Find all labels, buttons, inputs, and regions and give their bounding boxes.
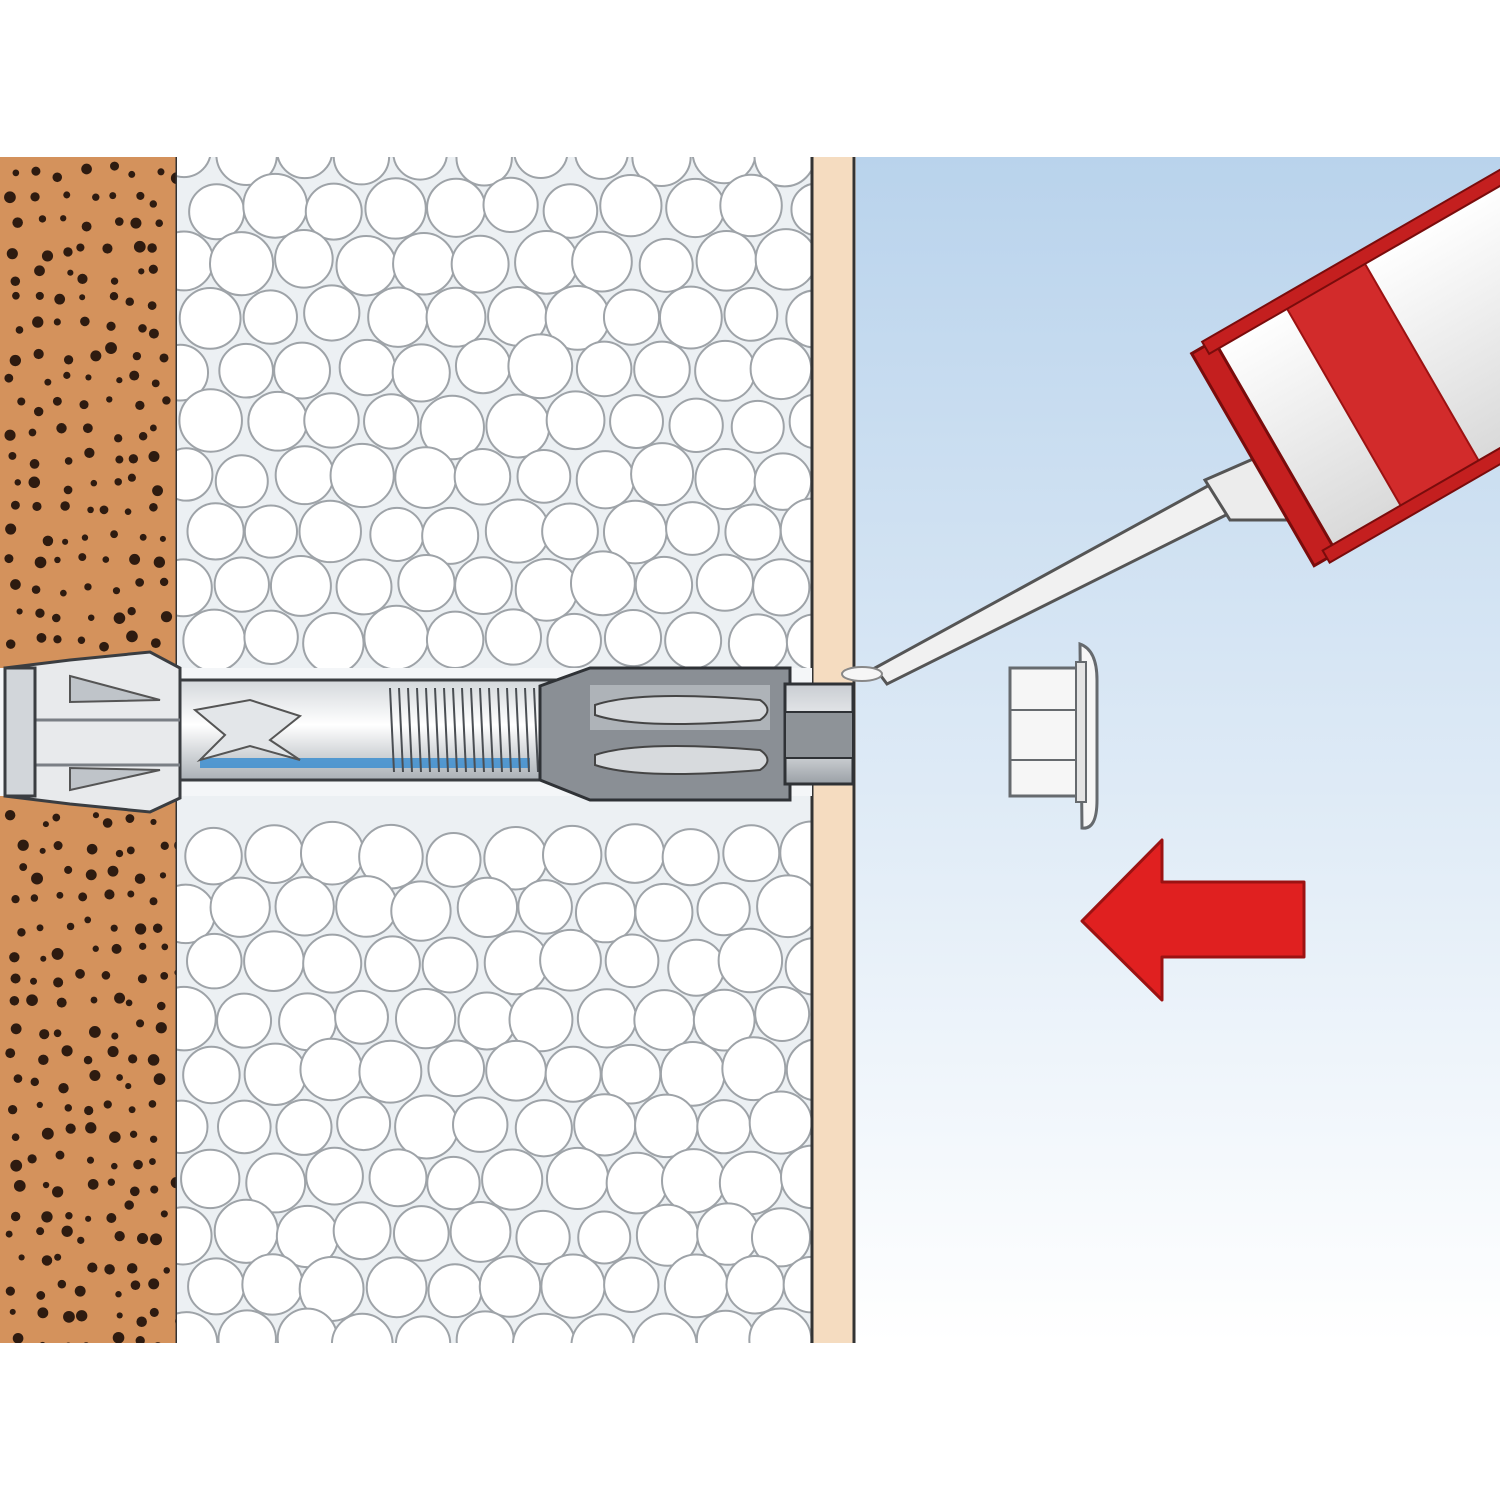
anchor-assembly	[0, 650, 855, 814]
threaded-rod	[168, 678, 602, 782]
expansion-sleeve	[3, 650, 182, 814]
direction-arrow-left	[1080, 838, 1306, 1002]
cover-cap	[1008, 641, 1099, 830]
anchor-head	[538, 666, 855, 802]
sealant-cartridge	[841, 160, 1500, 686]
